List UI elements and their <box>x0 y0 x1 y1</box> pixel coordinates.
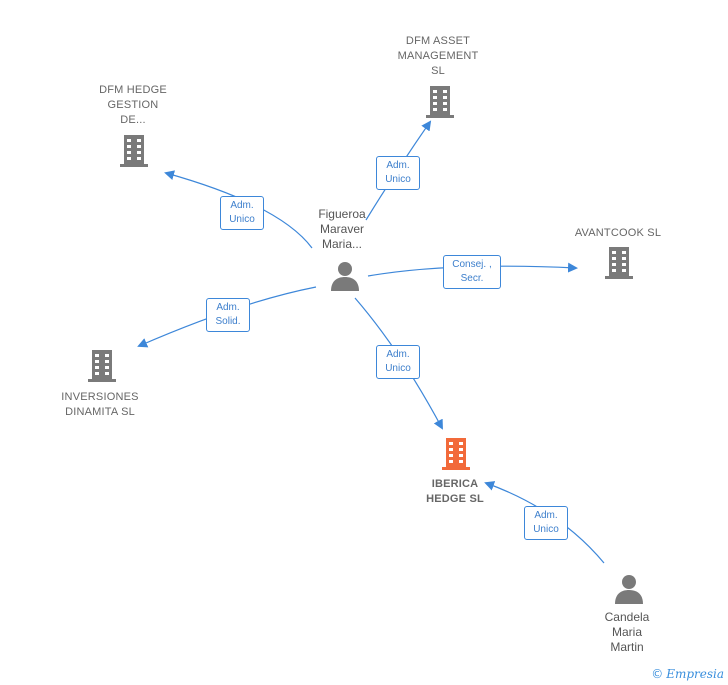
person-label-candela[interactable]: Candela Maria Martin <box>604 610 650 654</box>
edge-label-candela-iberica[interactable]: Adm. Unico <box>524 506 568 540</box>
edge-label-figueroa-avantcook[interactable]: Consej. , Secr. <box>443 255 501 289</box>
company-label-avantcook[interactable]: AVANTCOOK SL <box>574 227 662 239</box>
edge-label-figueroa-dfm-hedge[interactable]: Adm. Unico <box>220 196 264 230</box>
person-icon[interactable] <box>329 260 361 292</box>
company-label-dfm-asset[interactable]: DFM ASSET MANAGEMENT SL <box>397 35 479 77</box>
building-icon[interactable] <box>424 84 456 120</box>
person-icon[interactable] <box>613 573 645 605</box>
building-icon-focus[interactable] <box>440 436 472 472</box>
edge-label-figueroa-iberica[interactable]: Adm. Unico <box>376 345 420 379</box>
empresia-logo[interactable]: ©Empresia <box>651 667 724 681</box>
person-label-figueroa[interactable]: Figueroa Maraver Maria... <box>318 207 366 251</box>
edge-label-figueroa-dfm-asset[interactable]: Adm. Unico <box>376 156 420 190</box>
edge-label-figueroa-inversiones[interactable]: Adm. Solid. <box>206 298 250 332</box>
building-icon[interactable] <box>603 245 635 281</box>
company-label-inversiones[interactable]: INVERSIONES DINAMITA SL <box>61 391 139 418</box>
building-icon[interactable] <box>118 133 150 169</box>
brand-name: Empresia <box>666 667 724 681</box>
company-label-iberica[interactable]: IBERICA HEDGE SL <box>426 478 484 505</box>
copyright-icon: © <box>651 667 664 681</box>
building-icon[interactable] <box>86 348 118 384</box>
company-label-dfm-hedge[interactable]: DFM HEDGE GESTION DE... <box>99 84 167 126</box>
